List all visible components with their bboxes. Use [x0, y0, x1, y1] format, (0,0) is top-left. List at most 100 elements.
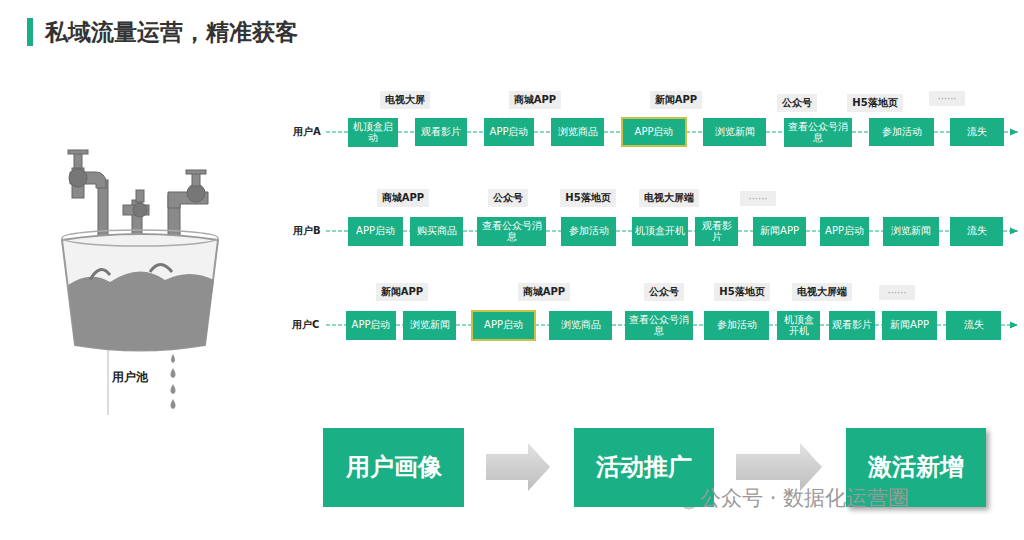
flow-line	[398, 131, 415, 132]
step-box: APP启动	[348, 217, 403, 246]
block-arrow	[736, 443, 822, 491]
stage-box: 活动推广	[574, 428, 714, 507]
flow-line	[738, 230, 753, 231]
channel-label: 电视大屏端	[639, 189, 699, 207]
step-text: 浏览新闻	[715, 126, 755, 138]
step-text: APP启动	[635, 126, 674, 138]
step-text: 参加活动	[569, 225, 609, 237]
channel-label: 公众号	[644, 283, 684, 301]
step-text: APP启动	[484, 319, 523, 331]
flow-line	[403, 230, 410, 231]
flow-line	[534, 131, 551, 132]
step-text: 机顶盒启动	[351, 121, 395, 144]
step-box: APP启动	[484, 118, 534, 146]
step-box: 浏览新闻	[403, 311, 456, 340]
step-text: 机顶盒开机	[635, 225, 685, 237]
channel-label: H5落地页	[847, 94, 902, 112]
step-box: 流失	[946, 311, 1001, 340]
channel-label: 公众号	[777, 94, 817, 112]
stage-box: 用户画像	[323, 428, 464, 507]
channel-label: ······	[879, 285, 914, 300]
step-box: 新闻APP	[753, 217, 806, 246]
block-arrow	[486, 443, 550, 491]
flow-tail	[1003, 230, 1018, 231]
step-box: 观看影片	[695, 217, 738, 246]
step-text: 查看公众号消息	[628, 314, 690, 337]
step-text: APP启动	[356, 225, 395, 237]
step-text: 观看影片	[421, 126, 461, 138]
step-box: 观看影片	[415, 118, 467, 146]
flow-line	[463, 230, 477, 231]
step-text: 查看公众号消息	[787, 121, 849, 144]
flow-head	[326, 324, 346, 325]
channel-label: 电视大屏	[380, 91, 430, 109]
flow-head	[326, 230, 348, 231]
step-box: 浏览商品	[549, 311, 612, 340]
step-text: 机顶盒开机	[780, 314, 817, 337]
step-text: 新闻APP	[890, 319, 929, 331]
flow-line	[396, 324, 403, 325]
step-text: APP启动	[825, 225, 864, 237]
step-box: 查看公众号消息	[625, 311, 693, 340]
step-text: 购买商品	[417, 225, 457, 237]
channel-label: 公众号	[488, 189, 528, 207]
step-text: APP启动	[352, 319, 391, 331]
channel-label: ······	[929, 91, 964, 106]
flow-line	[939, 230, 950, 231]
channel-label: H5落地页	[714, 283, 769, 301]
step-box: 查看公众号消息	[784, 118, 852, 147]
step-box: APP启动	[346, 311, 396, 340]
watermark: 公众号 · 数据化运营圈	[700, 484, 909, 512]
step-text: 激活新增	[868, 451, 964, 483]
step-text: 浏览商品	[561, 319, 601, 331]
channel-label: 新闻APP	[376, 283, 428, 301]
step-box: 新闻APP	[882, 311, 937, 340]
step-box: 参加活动	[869, 118, 934, 146]
step-text: 浏览商品	[558, 126, 598, 138]
step-text: 观看影片	[832, 319, 872, 331]
flow-line	[604, 131, 622, 132]
step-box: APP启动	[622, 118, 686, 146]
channel-label: 商城APP	[377, 189, 429, 207]
channel-label: 商城APP	[518, 283, 570, 301]
step-box: 机顶盒开机	[777, 311, 820, 340]
step-text: 查看公众号消息	[480, 220, 543, 243]
channel-label: H5落地页	[560, 189, 615, 207]
step-text: 流失	[964, 319, 984, 331]
flow-line	[769, 324, 777, 325]
step-text: 流失	[967, 225, 987, 237]
step-box: 查看公众号消息	[477, 217, 546, 246]
step-box: 浏览新闻	[883, 217, 939, 246]
step-box: 浏览商品	[551, 118, 604, 146]
flow-line	[686, 131, 703, 132]
step-box: 参加活动	[561, 217, 616, 246]
step-text: 用户画像	[346, 451, 442, 483]
channel-label: 用户池	[110, 369, 150, 386]
flow-line	[869, 230, 883, 231]
step-text: 新闻APP	[760, 225, 799, 237]
flow-line	[535, 324, 549, 325]
step-text: 流失	[967, 126, 987, 138]
user-label: 用户A	[293, 125, 321, 139]
flow-line	[766, 131, 784, 132]
flow-line	[546, 230, 561, 231]
flow-line	[820, 324, 829, 325]
page-title: 私域流量运营，精准获客	[45, 17, 298, 48]
step-box: 机顶盒开机	[632, 217, 688, 246]
step-box: 浏览新闻	[703, 118, 766, 146]
step-text: 参加活动	[882, 126, 922, 138]
step-box: 流失	[950, 118, 1004, 146]
step-text: 浏览新闻	[891, 225, 931, 237]
step-box: APP启动	[472, 311, 535, 340]
flow-line	[467, 131, 484, 132]
step-box: APP启动	[820, 217, 869, 246]
step-box: 机顶盒启动	[348, 118, 398, 147]
step-box: 参加活动	[704, 311, 769, 340]
flow-tail	[1004, 131, 1018, 132]
channel-label: ······	[740, 191, 775, 206]
flow-line	[875, 324, 882, 325]
flow-line	[934, 131, 950, 132]
flow-line	[612, 324, 625, 325]
flow-line	[456, 324, 472, 325]
channel-label: 商城APP	[509, 91, 561, 109]
